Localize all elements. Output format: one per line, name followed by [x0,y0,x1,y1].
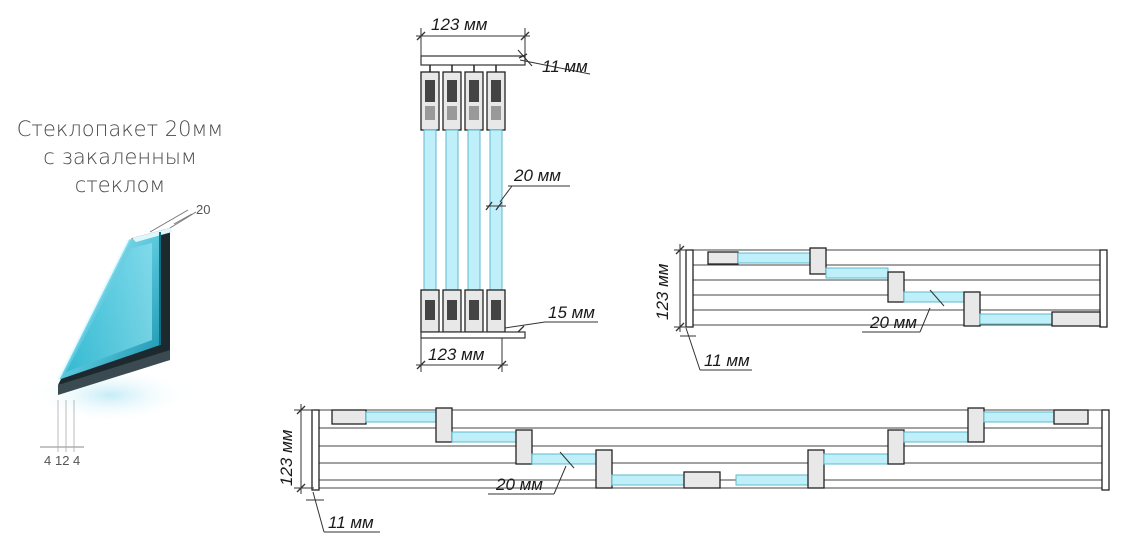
mid-plan-height-label: 123 мм [653,263,672,320]
vertical-panel-3 [464,71,484,333]
glass-unit-title-line-2: с закаленным [43,145,197,169]
vertical-top-width-dimension: 123 мм [416,15,530,56]
vertical-stack-drawing [420,55,526,339]
vertical-bottom-width-label: 123 мм [428,345,485,364]
mid-plan-glass-label: 20 мм [869,313,917,332]
vertical-panel-1 [420,71,440,333]
thickness-dimension: 20 [149,202,210,233]
vertical-bottom-profile-label: 15 мм [548,303,595,322]
glass-unit-illustration [30,228,190,423]
vertical-bottom-profile-dimension: 15 мм [504,303,598,333]
thickness-label: 20 [196,202,210,217]
mid-plan-height-dimension: 123 мм [653,244,690,332]
layer-label-2: 12 [55,453,69,468]
vertical-panel-4 [486,71,506,333]
layer-dimension: 4 12 4 [40,400,84,468]
vertical-profile-dimension: 11 мм [517,49,591,76]
long-plan-height-label: 123 мм [277,429,296,486]
vertical-glass-dimension: 20 мм [485,166,570,211]
layer-label-1: 4 [44,453,51,468]
layer-label-3: 4 [73,453,80,468]
mid-plan-profile-label: 11 мм [704,351,750,370]
mid-plan-drawing [685,247,1108,328]
glass-unit-title-line-1: Стеклопакет 20мм [16,117,224,141]
long-plan-drawing [311,407,1110,491]
long-plan-glass-dimension: 20 мм [488,451,575,495]
long-plan-profile-label: 11 мм [328,513,374,532]
mid-plan-profile-dimension: 11 мм [680,327,752,371]
mid-plan-glass-dimension: 20 мм [862,289,945,333]
glass-unit-title-line-3: стеклом [74,173,166,197]
vertical-glass-label: 20 мм [513,166,561,185]
vertical-bottom-width-dimension: 123 мм [416,338,508,372]
long-plan-glass-label: 20 мм [495,475,543,494]
vertical-panel-2 [442,71,462,333]
vertical-profile-label: 11 мм [542,57,588,76]
vertical-top-width-label: 123 мм [431,15,488,34]
long-plan-profile-dimension: 11 мм [306,491,380,533]
long-plan-height-dimension: 123 мм [277,404,314,494]
